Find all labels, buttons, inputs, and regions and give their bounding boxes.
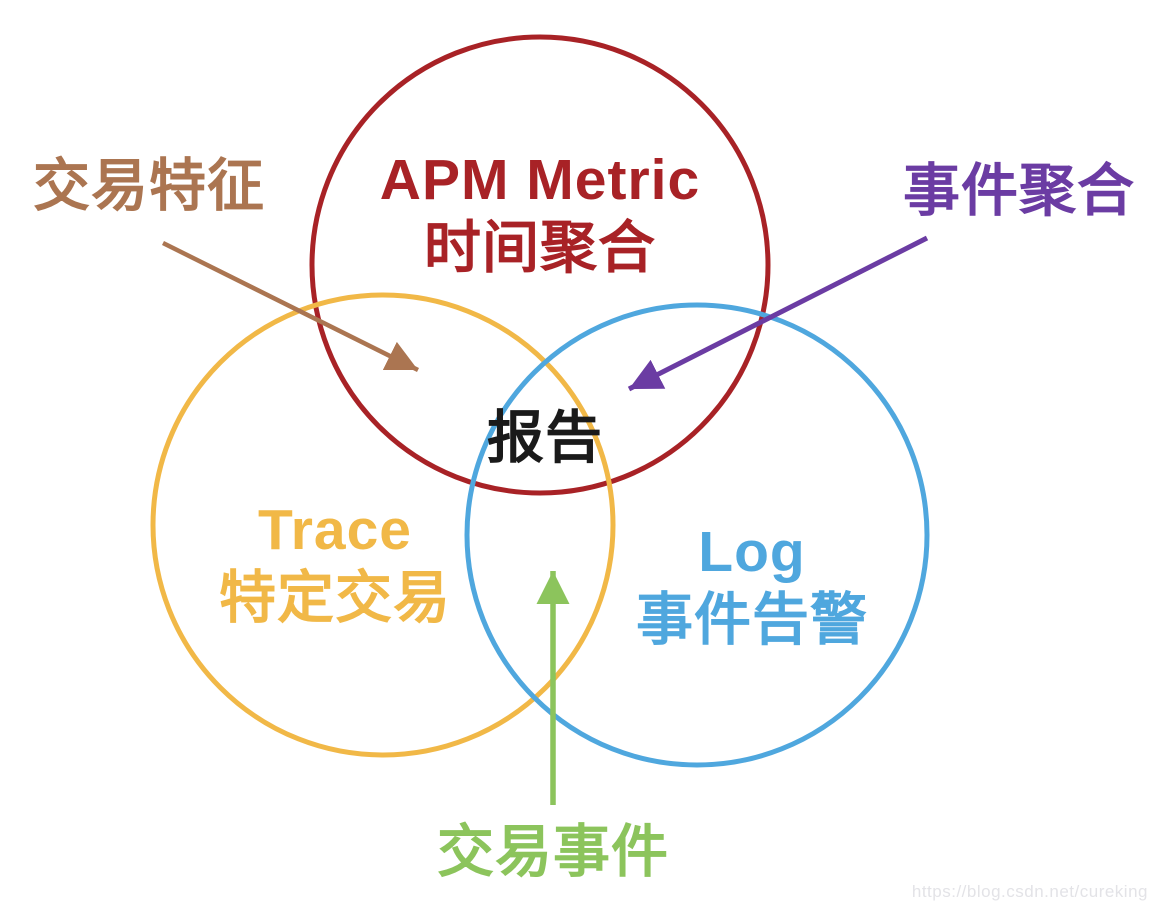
apm-metric-label-line1: APM Metric <box>379 148 701 212</box>
log-label: Log 事件告警 <box>636 518 868 654</box>
event-aggregation-arrow-icon <box>627 235 929 392</box>
trace-label: Trace 特定交易 <box>219 496 451 632</box>
trace-label-line2: 特定交易 <box>219 566 451 630</box>
transaction-features-arrow-icon <box>161 240 420 373</box>
apm-metric-circle <box>309 34 771 496</box>
apm-metric-label-line2: 时间聚合 <box>423 216 656 280</box>
watermark-url: https://blog.csdn.net/cureking <box>911 882 1148 901</box>
log-label-line1: Log <box>698 520 806 584</box>
transaction-events-label: 交易事件 <box>437 820 669 884</box>
center-overlap-label: 报告 <box>487 406 603 470</box>
log-circle <box>464 302 930 768</box>
apm-metric-label: APM Metric 时间聚合 <box>380 146 700 282</box>
trace-circle <box>150 292 616 758</box>
log-label-line2: 事件告警 <box>636 588 868 652</box>
transaction-features-label: 交易特征 <box>33 154 265 218</box>
event-aggregation-label: 事件聚合 <box>903 159 1135 223</box>
trace-label-line1: Trace <box>258 498 412 562</box>
